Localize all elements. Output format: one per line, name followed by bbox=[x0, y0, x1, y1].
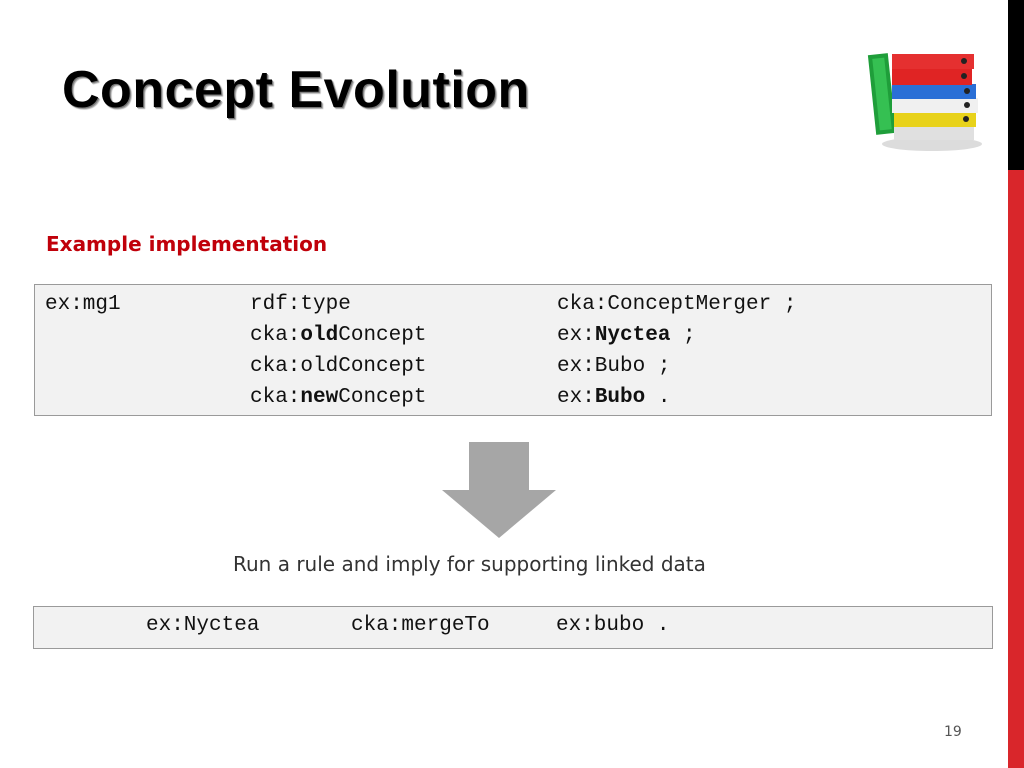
code-predicate: cka:newConcept bbox=[250, 386, 427, 409]
code-object: cka:ConceptMerger ; bbox=[557, 293, 797, 316]
result-subject: ex:Nyctea bbox=[146, 614, 260, 637]
slide-title: Concept Evolution bbox=[62, 61, 530, 119]
binders-icon bbox=[867, 53, 982, 151]
code-object: ex:Bubo . bbox=[557, 386, 671, 409]
code-predicate: cka:oldConcept bbox=[250, 324, 427, 347]
down-arrow-icon bbox=[442, 442, 556, 538]
result-block: ex:Nyctea cka:mergeTo ex:bubo . bbox=[33, 606, 993, 649]
code-subject: ex:mg1 bbox=[45, 293, 121, 316]
page-number: 19 bbox=[944, 724, 962, 740]
subtitle: Example implementation bbox=[46, 232, 328, 256]
accent-bar-red bbox=[1008, 170, 1024, 768]
code-object: ex:Nyctea ; bbox=[557, 324, 696, 347]
code-predicate: rdf:type bbox=[250, 293, 351, 316]
result-predicate: cka:mergeTo bbox=[351, 614, 490, 637]
code-block: ex:mg1 rdf:type cka:ConceptMerger ; cka:… bbox=[34, 284, 992, 416]
accent-bar-black bbox=[1008, 0, 1024, 170]
caption: Run a rule and imply for supporting link… bbox=[233, 552, 706, 576]
code-predicate: cka:oldConcept bbox=[250, 355, 427, 378]
code-object: ex:Bubo ; bbox=[557, 355, 671, 378]
result-object: ex:bubo . bbox=[556, 614, 670, 637]
